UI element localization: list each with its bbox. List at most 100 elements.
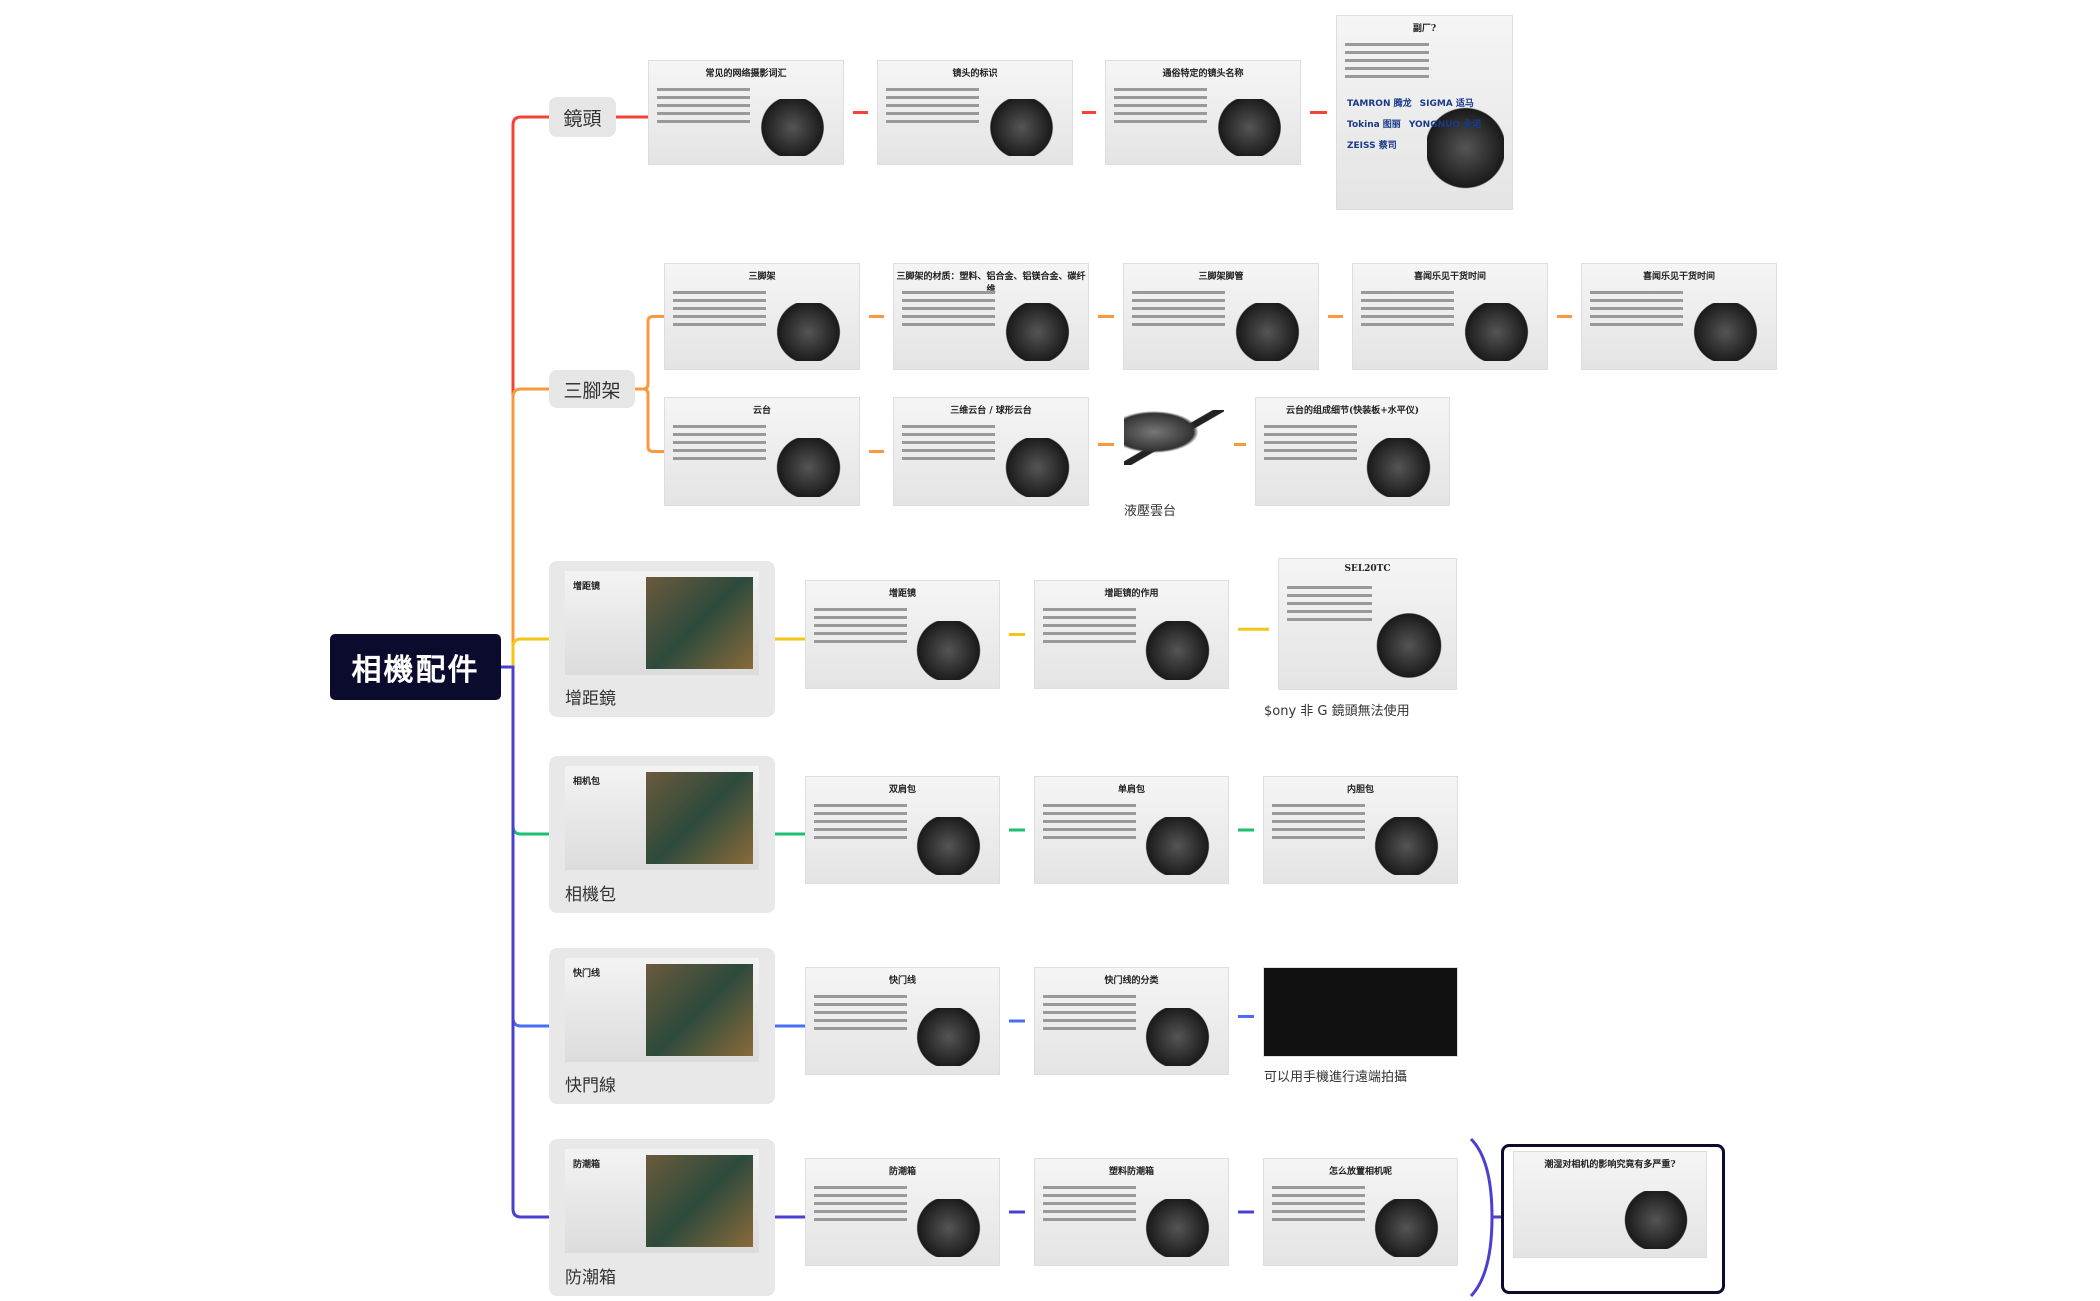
branch-card-3[interactable]: 相机包相機包 [549, 756, 775, 913]
slide-image[interactable]: 喜闻乐见干货时间 [1353, 264, 1547, 369]
slide-photo [978, 99, 1064, 156]
slide-text [657, 83, 751, 128]
slide-text [1590, 286, 1684, 331]
slide-text [1043, 799, 1136, 844]
text-line [1272, 1202, 1365, 1205]
text-line [1345, 75, 1429, 78]
slide-title: SEL20TC [1344, 564, 1391, 574]
text-line [1272, 1210, 1365, 1213]
slide-image[interactable]: 防潮箱 [806, 1159, 999, 1265]
fluid-head-image[interactable] [1124, 410, 1224, 465]
slide-title: 镜头的标识 [952, 69, 998, 79]
text-line [673, 291, 767, 294]
slide-photo [1135, 816, 1220, 875]
slide-image[interactable]: 单肩包 [1035, 777, 1228, 883]
text-line [814, 640, 907, 643]
slide-image[interactable]: 通俗特定的镜头名称 [1106, 61, 1300, 164]
slide-text [1043, 1181, 1136, 1226]
branch-card-5[interactable]: 防潮箱防潮箱 [549, 1139, 775, 1296]
slide-title: 双肩包 [888, 785, 916, 795]
text-line [1590, 315, 1684, 318]
text-line [814, 1186, 907, 1189]
text-line [1361, 299, 1455, 302]
text-line [886, 88, 980, 91]
branch-node-0[interactable]: 鏡頭 [549, 97, 616, 137]
thumbnail-photo [646, 772, 753, 864]
slide-photo [765, 438, 851, 497]
slide-image[interactable]: 快门线 [806, 968, 999, 1074]
text-line [1043, 836, 1136, 839]
text-line [1272, 1186, 1365, 1189]
slide-image[interactable]: 快门线的分类 [1035, 968, 1228, 1074]
text-line [1287, 602, 1372, 605]
text-line [1590, 323, 1684, 326]
text-line [886, 112, 980, 115]
branch-node-1[interactable]: 三腳架 [549, 370, 635, 408]
summary-topic[interactable]: 潮湿对相机的影响究竟有多严重? [1501, 1144, 1725, 1294]
slide-image[interactable]: SEL20TC [1279, 559, 1456, 689]
slide-text [1043, 990, 1136, 1035]
slide-image[interactable]: 云台 [665, 398, 859, 505]
text-line [886, 120, 980, 123]
slide-image[interactable]: 云台的组成细节(快装板+水平仪) [1256, 398, 1449, 505]
slide-text [1272, 1181, 1365, 1226]
text-line [1132, 307, 1226, 310]
summary-brace [1469, 1137, 1494, 1298]
text-line [1043, 820, 1136, 823]
slide-image[interactable]: 怎么放置相机呢 [1264, 1159, 1457, 1265]
slide-image[interactable]: 内胆包 [1264, 777, 1457, 883]
text-line [1043, 624, 1136, 627]
thumbnail-title: 增距镜 [573, 582, 601, 592]
text-line [1345, 51, 1429, 54]
branch-label: 增距鏡 [565, 689, 616, 709]
text-line [1043, 1011, 1136, 1014]
text-line [1043, 608, 1136, 611]
text-line [1132, 291, 1226, 294]
slide-image[interactable]: 三脚架的材质：塑料、铝合金、铝镁合金、碳纤维 [894, 264, 1088, 369]
branch-thumbnail: 增距镜 [565, 571, 759, 675]
text-line [1272, 1194, 1365, 1197]
slide-text [886, 83, 980, 128]
text-line [1272, 812, 1365, 815]
slide-title: 防潮箱 [888, 1167, 916, 1177]
slide-image[interactable]: 双肩包 [806, 777, 999, 883]
text-line [1043, 616, 1136, 619]
slide-image[interactable] [1264, 968, 1457, 1056]
slide-title: 增距镜 [888, 589, 916, 599]
text-line [1361, 323, 1455, 326]
root-topic[interactable]: 相機配件 [330, 634, 501, 700]
slide-image[interactable]: 增距镜的作用 [1035, 581, 1228, 688]
slide-photo [1370, 609, 1448, 681]
text-line [814, 828, 907, 831]
slide-image[interactable]: 塑料防潮箱 [1035, 1159, 1228, 1265]
slide-text [902, 420, 996, 465]
slide-image[interactable]: 三脚架 [665, 264, 859, 369]
branch-connector [501, 665, 549, 1219]
slide-image[interactable]: 镜头的标识 [878, 61, 1072, 164]
thumbnail-title: 相机包 [573, 777, 601, 787]
text-line [1590, 299, 1684, 302]
slide-title: 内胆包 [1346, 785, 1374, 795]
slide-image[interactable]: 增距镜 [806, 581, 999, 688]
text-line [1043, 1003, 1136, 1006]
slide-image[interactable]: 喜闻乐见干货时间 [1582, 264, 1776, 369]
text-line [814, 1003, 907, 1006]
branch-card-2[interactable]: 增距镜增距鏡 [549, 561, 775, 717]
slide-photo [906, 1007, 991, 1066]
text-line [1043, 640, 1136, 643]
thumbnail-photo [646, 577, 753, 669]
slide-image[interactable]: 三维云台 / 球形云台 [894, 398, 1088, 505]
slide-text [673, 286, 767, 331]
branch-connector [501, 115, 549, 669]
slide-photo [1682, 303, 1768, 361]
slide-image[interactable]: 三脚架脚管 [1124, 264, 1318, 369]
branch-card-4[interactable]: 快门线快門線 [549, 948, 775, 1104]
text-line [1043, 995, 1136, 998]
slide-title: 常见的网络摄影词汇 [705, 69, 787, 79]
slide-photo [1453, 303, 1539, 361]
thumbnail-title: 快门线 [573, 969, 601, 979]
text-line [673, 425, 767, 428]
slide-image[interactable]: 常见的网络摄影词汇 [649, 61, 843, 164]
